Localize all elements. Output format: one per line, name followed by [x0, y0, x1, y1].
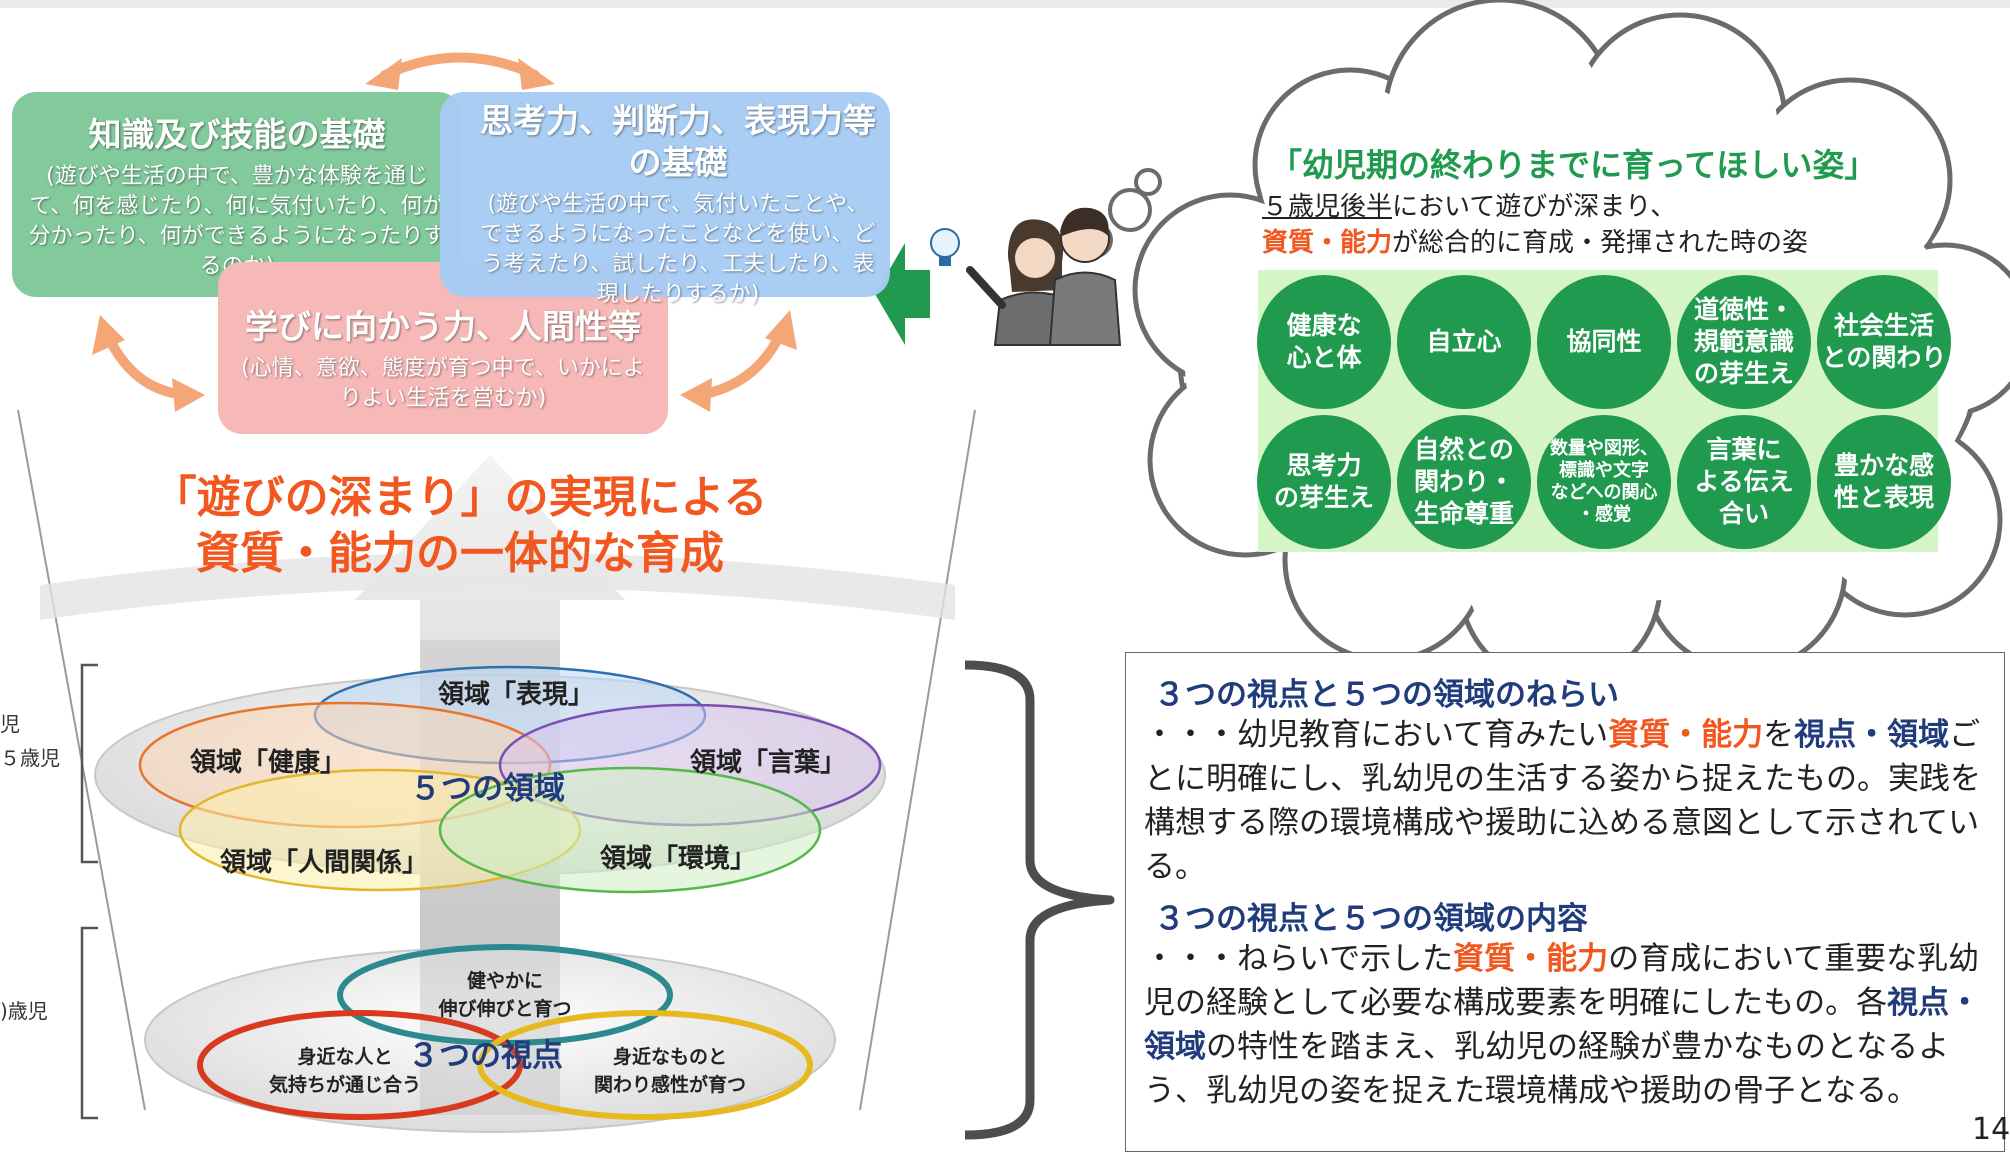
figure-circle-6: 思考力 の芽生え	[1257, 415, 1391, 549]
bowl-right-edge	[859, 409, 976, 1111]
cloud-line2-b: が総合的に育成・発揮された時の姿	[1392, 228, 1809, 258]
viewpoint-healthy-label: 健やかに 伸び伸びと育つ	[415, 967, 595, 1023]
domain-expression-label: 領域「表現」	[438, 680, 595, 710]
figure-circle-7: 自然との 関わり・ 生命尊重	[1397, 415, 1531, 549]
cloud-line1-b: において遊びが深まり、	[1392, 192, 1677, 222]
section-heading-content: ３つの視点と５つの領域の内容	[1154, 901, 1588, 937]
age-label-upper-1: 児	[0, 712, 20, 736]
headline-line2: 資質・能力の一体的な育成	[196, 528, 724, 579]
domain-environment-label: 領域「環境」	[600, 844, 757, 874]
explanation-box: ３つの視点と５つの領域のねらい ・・・幼児教育において育みたい資質・能力を視点・…	[1125, 652, 2005, 1152]
knowledge-desc: (遊びや生活の中で、豊かな体験を通じて、何を感じたり、何に気付いたり、何が分かっ…	[28, 164, 446, 279]
viewpoint-people-label: 身近な人と 気持ちが通じ合う	[255, 1043, 435, 1099]
thinking-desc: (遊びや生活の中で、気付いたことや、できるようになったことなどを使い、どう考えた…	[480, 192, 876, 307]
figure-circle-2: 自立心	[1397, 275, 1531, 409]
aims-text-c: ごとに明確にし、乳幼児の生活する姿から捉えたもの。実践を構想する際の環境構成や援…	[1144, 717, 1981, 885]
thought-bubble-large	[1134, 168, 1162, 196]
paragraph-content: ・・・ねらいで示した資質・能力の育成において重要な乳幼児の経験として必要な構成要…	[1144, 937, 1989, 1113]
aims-text-a: ・・・幼児教育において育みたい	[1144, 717, 1609, 753]
content-highlight-1: 資質・能力	[1453, 941, 1609, 977]
age-label-upper-2: ５歳児	[0, 746, 60, 770]
cloud-title: 「幼児期の終わりまでに育ってほしい姿」	[1270, 146, 1877, 184]
content-text-a: ・・・ねらいで示した	[1144, 941, 1454, 977]
viewpoint-healthy-line2: 伸び伸びと育つ	[438, 998, 572, 1020]
figure-circle-5: 社会生活 との関わり	[1817, 275, 1951, 409]
viewpoint-healthy-line1: 健やかに	[466, 970, 543, 992]
figure-circle-4: 道徳性・ 規範意識 の芽生え	[1677, 275, 1811, 409]
viewpoint-things-line1: 身近なものと	[612, 1046, 727, 1068]
headline: 「遊びの深まり」の実現による 資質・能力の一体的な育成	[130, 470, 790, 582]
headline-line1: 「遊びの深まり」の実現による	[152, 472, 768, 523]
content-text-b: の育成において重要な乳幼児の経験として必要な構成要素を明確にしたもの。各	[1144, 941, 1980, 1021]
figure-circle-9: 言葉に よる伝え 合い	[1677, 415, 1811, 549]
cloud-line2: 資質・能力が総合的に育成・発揮された時の姿	[1262, 222, 1808, 259]
top-bar	[0, 0, 2010, 8]
aims-highlight-1: 資質・能力	[1608, 717, 1764, 753]
domain-health-label: 領域「健康」	[190, 748, 347, 778]
viewpoint-people-line1: 身近な人と	[297, 1046, 393, 1068]
viewpoints-center-label: ３つの視点	[408, 1038, 563, 1074]
cloud-line1: ５歳児後半において遊びが深まり、	[1262, 186, 1676, 223]
thought-bubble-medium	[1108, 188, 1152, 232]
domains-center-label: ５つの領域	[410, 771, 565, 807]
green-arrow-left	[875, 243, 930, 345]
left-bracket-lower	[80, 926, 98, 1120]
page-number: 14	[1972, 1112, 2010, 1147]
figure-circle-1: 健康な 心と体	[1257, 275, 1391, 409]
people-illustration	[930, 207, 1122, 346]
ellipse-environment	[438, 766, 822, 894]
cloud-line1-a: ５歳児後半	[1262, 192, 1393, 222]
thinking-title: 思考力、判断力、表現力等の基礎	[480, 101, 876, 182]
attitude-desc: (心情、意欲、態度が育つ中で、いかによりよい生活を営むか)	[241, 356, 645, 411]
viewpoint-people-line2: 気持ちが通じ合う	[268, 1074, 421, 1096]
content-text-c: の特性を踏まえ、乳幼児の経験が豊かなものとなるよう、乳幼児の姿を捉えた環境構成や…	[1144, 1029, 1950, 1109]
box-knowledge-skills: 知識及び技能の基礎 (遊びや生活の中で、豊かな体験を通じて、何を感じたり、何に気…	[12, 92, 462, 297]
lightbulb-icon	[930, 228, 960, 258]
paragraph-aims: ・・・幼児教育において育みたい資質・能力を視点・領域ごとに明確にし、乳幼児の生活…	[1144, 713, 1989, 889]
ellipse-things	[477, 1010, 813, 1120]
age-label-lower: )歳児	[0, 999, 48, 1023]
aims-highlight-2: 視点・領域	[1794, 717, 1950, 753]
figure-circle-8: 数量や図形、 標識や文字 などへの関心 ・感覚	[1537, 415, 1671, 549]
figure-circle-3: 協同性	[1537, 275, 1671, 409]
content-highlight-2: 視点・領域	[1144, 985, 1981, 1065]
aims-text-b: を	[1763, 717, 1795, 753]
curly-brace	[964, 660, 1115, 1140]
domain-relations-label: 領域「人間関係」	[220, 848, 429, 878]
attitude-title: 学びに向かう力、人間性等	[245, 307, 641, 346]
domain-language-label: 領域「言葉」	[690, 748, 847, 778]
figure-circle-10: 豊かな感 性と表現	[1817, 415, 1951, 549]
box-thinking: 思考力、判断力、表現力等の基礎 (遊びや生活の中で、気付いたことや、できるように…	[440, 92, 890, 307]
section-heading-aims: ３つの視点と５つの領域のねらい	[1154, 677, 1619, 713]
viewpoint-things-line2: 関わり感性が育つ	[593, 1074, 746, 1096]
left-bracket-upper	[80, 663, 98, 864]
ellipse-people	[197, 1010, 523, 1120]
cloud-line2-a: 資質・能力	[1262, 228, 1393, 258]
knowledge-title: 知識及び技能の基礎	[88, 115, 386, 154]
viewpoint-things-label: 身近なものと 関わり感性が育つ	[575, 1043, 765, 1099]
